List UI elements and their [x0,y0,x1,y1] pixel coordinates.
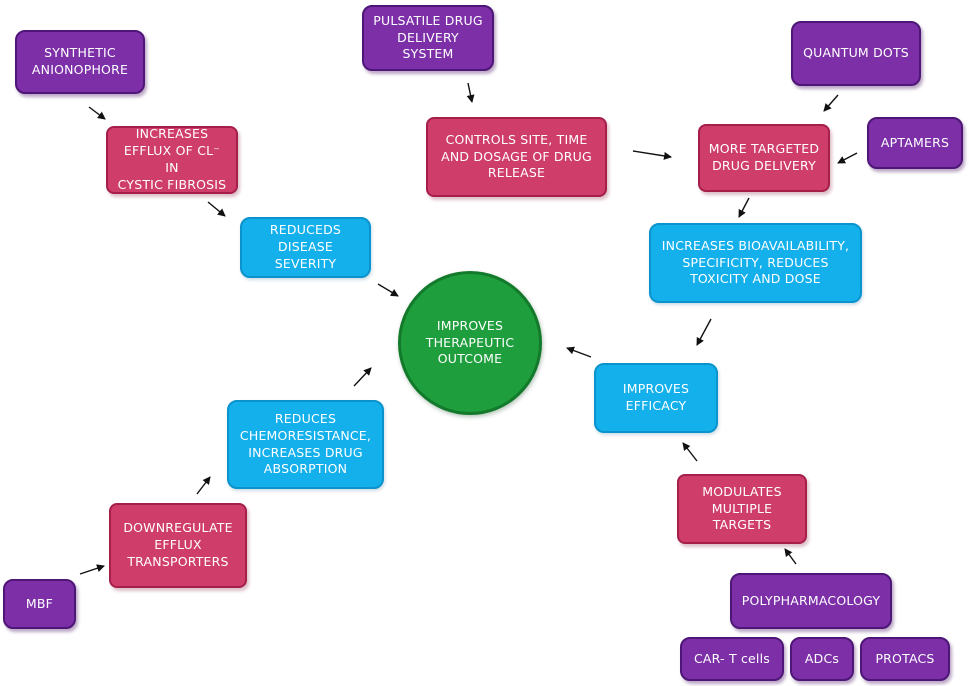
node-improves-efficacy: IMPROVES EFFICACY [594,363,718,433]
node-increases-bioavailability: INCREASES BIOAVAILABILITY, SPECIFICITY, … [649,223,862,303]
node-improves-therapeutic-outcome: IMPROVES THERAPEUTIC OUTCOME [398,271,542,415]
node-reduces-chemoresistance: REDUCES CHEMORESISTANCE, INCREASES DRUG … [227,400,384,489]
node-quantum-dots: QUANTUM DOTS [791,21,921,86]
arrow-efflux-to-severity [207,201,226,217]
node-polypharmacology: POLYPHARMACOLOGY [730,573,892,629]
node-controls-site-time-dosage: CONTROLS SITE, TIME AND DOSAGE OF DRUG R… [426,117,607,197]
arrow-mbf-to-downregulate [79,564,105,575]
node-protacs: PROTACS [860,637,950,681]
arrow-downregulate-to-chemo [196,476,211,495]
arrow-modulates-to-efficacy [682,442,698,462]
node-pulsatile-drug-delivery: PULSATILE DRUG DELIVERY SYSTEM [362,5,494,71]
arrow-pulsatile-to-controls [466,82,475,103]
arrow-anionophore-to-efflux [88,106,106,120]
arrow-severity-to-outcome [377,283,399,297]
node-modulates-multiple-targets: MODULATES MULTIPLE TARGETS [677,474,807,544]
node-adcs: ADCs [790,637,854,681]
arrow-targeted-to-bioavailability [738,197,750,218]
node-aptamers: APTAMERS [867,117,963,169]
arrow-controls-to-targeted [632,150,672,160]
arrow-aptamers-to-targeted [837,152,858,164]
arrow-efficacy-to-outcome [566,346,592,358]
node-synthetic-anionophore: SYNTHETIC ANIONOPHORE [15,30,145,94]
arrow-chemo-to-outcome [353,367,372,387]
node-downregulate-efflux-transporters: DOWNREGULATE EFFLUX TRANSPORTERS [109,503,247,588]
arrow-poly-to-modulates [784,548,797,565]
arrow-bioavailability-to-efficacy [696,318,712,346]
node-car-t-cells: CAR- T cells [680,637,784,681]
node-increases-efflux: INCREASES EFFLUX OF CL⁻ IN CYSTIC FIBROS… [106,126,238,194]
node-more-targeted-drug-delivery: MORE TARGETED DRUG DELIVERY [698,124,830,192]
arrow-quantum-to-targeted [823,94,839,112]
node-mbf: MBF [3,579,76,629]
node-reduceds-disease-severity: REDUCEDS DISEASE SEVERITY [240,217,371,278]
